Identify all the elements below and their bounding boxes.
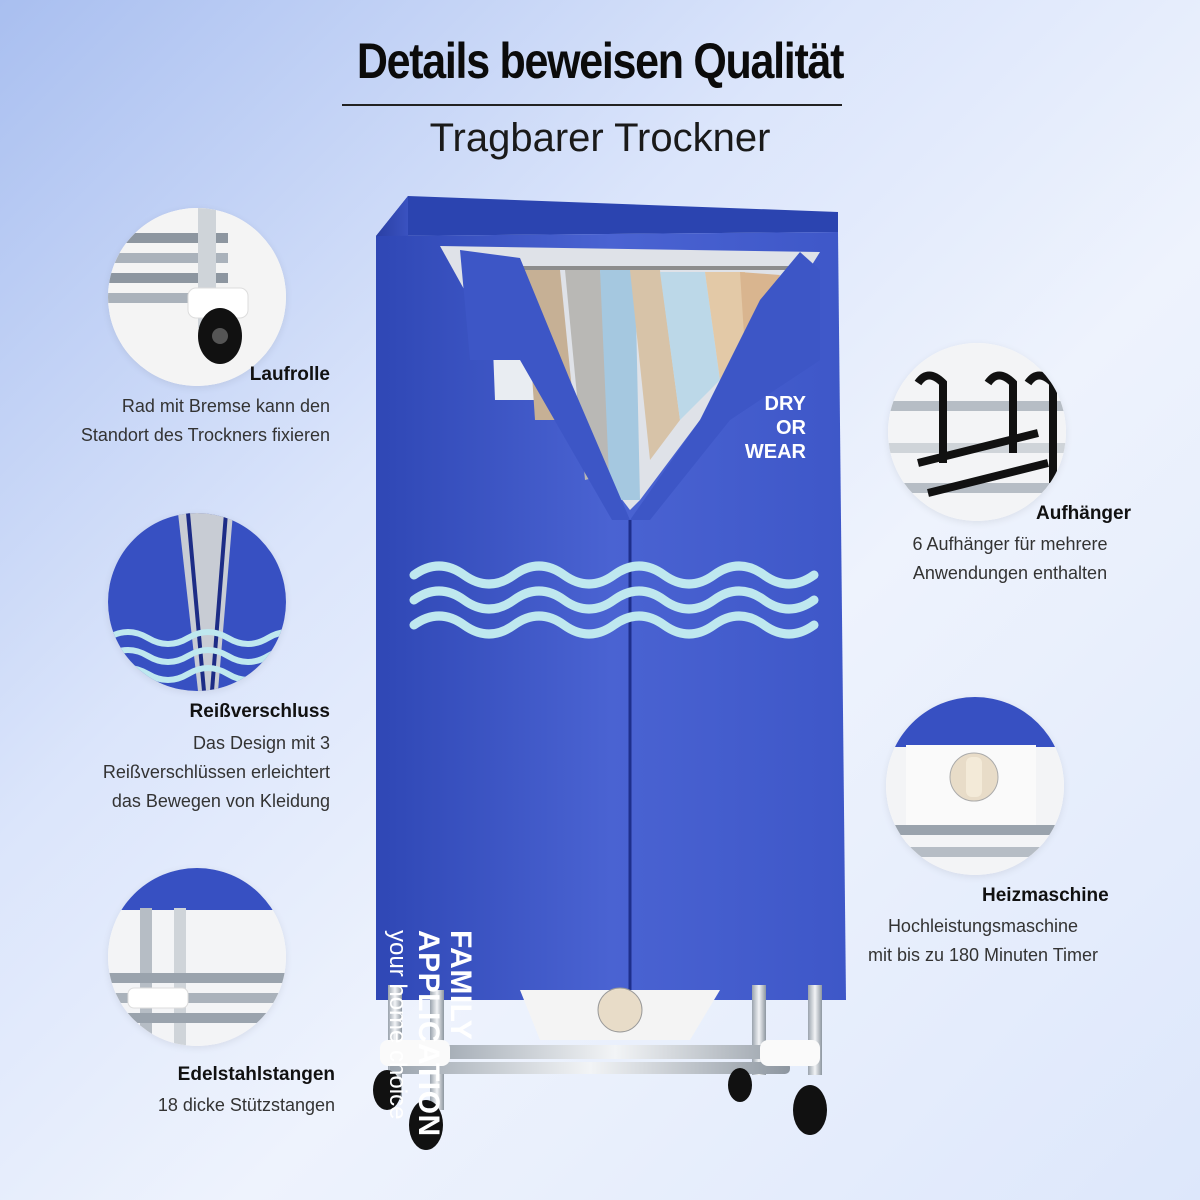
- zipper-desc-line3: das Bewegen von Kleidung: [111, 791, 330, 811]
- zipper-desc-line2: Reißverschlüssen erleichtert: [102, 762, 330, 782]
- heater-desc-line1: Hochleistungsmaschine: [887, 916, 1079, 936]
- wheel-title: Laufrolle: [249, 364, 330, 385]
- hanger-detail-image: [888, 343, 1066, 521]
- hanger-desc-line2: Anwendungen enthalten: [912, 563, 1108, 583]
- wheel-desc-line2: Standort des Trockners fixieren: [80, 425, 330, 445]
- heater-desc: Hochleistungsmaschine mit bis zu 180 Min…: [852, 912, 1114, 970]
- zipper-desc: Das Design mit 3 Reißverschlüssen erleic…: [20, 729, 330, 816]
- hanger-desc: 6 Aufhänger für mehrere Anwendungen enth…: [874, 530, 1146, 588]
- zipper-title: Reißverschluss: [189, 701, 330, 722]
- heater-detail-image: [886, 697, 1064, 875]
- title-divider: [342, 104, 842, 106]
- hanger-desc-line1: 6 Aufhänger für mehrere: [912, 534, 1108, 554]
- dry-wear-label: DRY OR WEAR: [710, 392, 806, 464]
- page-title: Details beweisen Qualität: [356, 33, 845, 89]
- rods-detail-image: [108, 868, 286, 1046]
- brand-vertical-text: FAMILY APPLICATION your home choice: [382, 930, 477, 1137]
- brand-tagline: your home choice: [384, 930, 411, 1120]
- heater-title: Heizmaschine: [982, 885, 1109, 906]
- wheel-desc: Rad mit Bremse kann den Standort des Tro…: [20, 392, 330, 450]
- brand-line2: APPLICATION: [412, 930, 445, 1137]
- rods-desc-line1: 18 dicke Stützstangen: [157, 1095, 335, 1115]
- dry-line2: OR WEAR: [744, 417, 806, 463]
- wheel-desc-line1: Rad mit Bremse kann den: [121, 396, 330, 416]
- brand-line1: FAMILY: [444, 930, 477, 1041]
- zipper-detail-image: [108, 513, 286, 691]
- heater-desc-line2: mit bis zu 180 Minuten Timer: [867, 945, 1099, 965]
- rods-title: Edelstahlstangen: [177, 1064, 335, 1085]
- zipper-desc-line1: Das Design mit 3: [192, 733, 330, 753]
- page-subtitle: Tragbarer Trockner: [429, 116, 771, 160]
- rods-desc: 18 dicke Stützstangen: [20, 1091, 335, 1120]
- dry-line1: DRY: [764, 393, 806, 415]
- hanger-title: Aufhänger: [1036, 503, 1131, 524]
- wheel-detail-image: [108, 208, 286, 386]
